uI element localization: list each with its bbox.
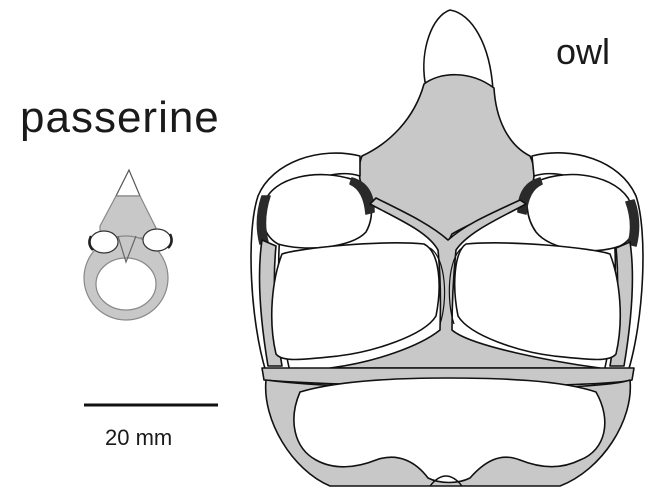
passerine-right-orbit	[143, 229, 171, 251]
passerine-braincase-cavity	[96, 258, 156, 310]
owl-skull	[251, 10, 643, 486]
owl-right-ear-cavity	[455, 243, 621, 360]
owl-left-ear-cavity	[272, 243, 439, 360]
passerine-beak	[116, 170, 140, 196]
passerine-skull	[84, 170, 172, 320]
passerine-left-orbit	[90, 231, 118, 253]
owl-nasal-plate	[359, 75, 534, 246]
owl-braincase-cavity	[294, 378, 605, 483]
